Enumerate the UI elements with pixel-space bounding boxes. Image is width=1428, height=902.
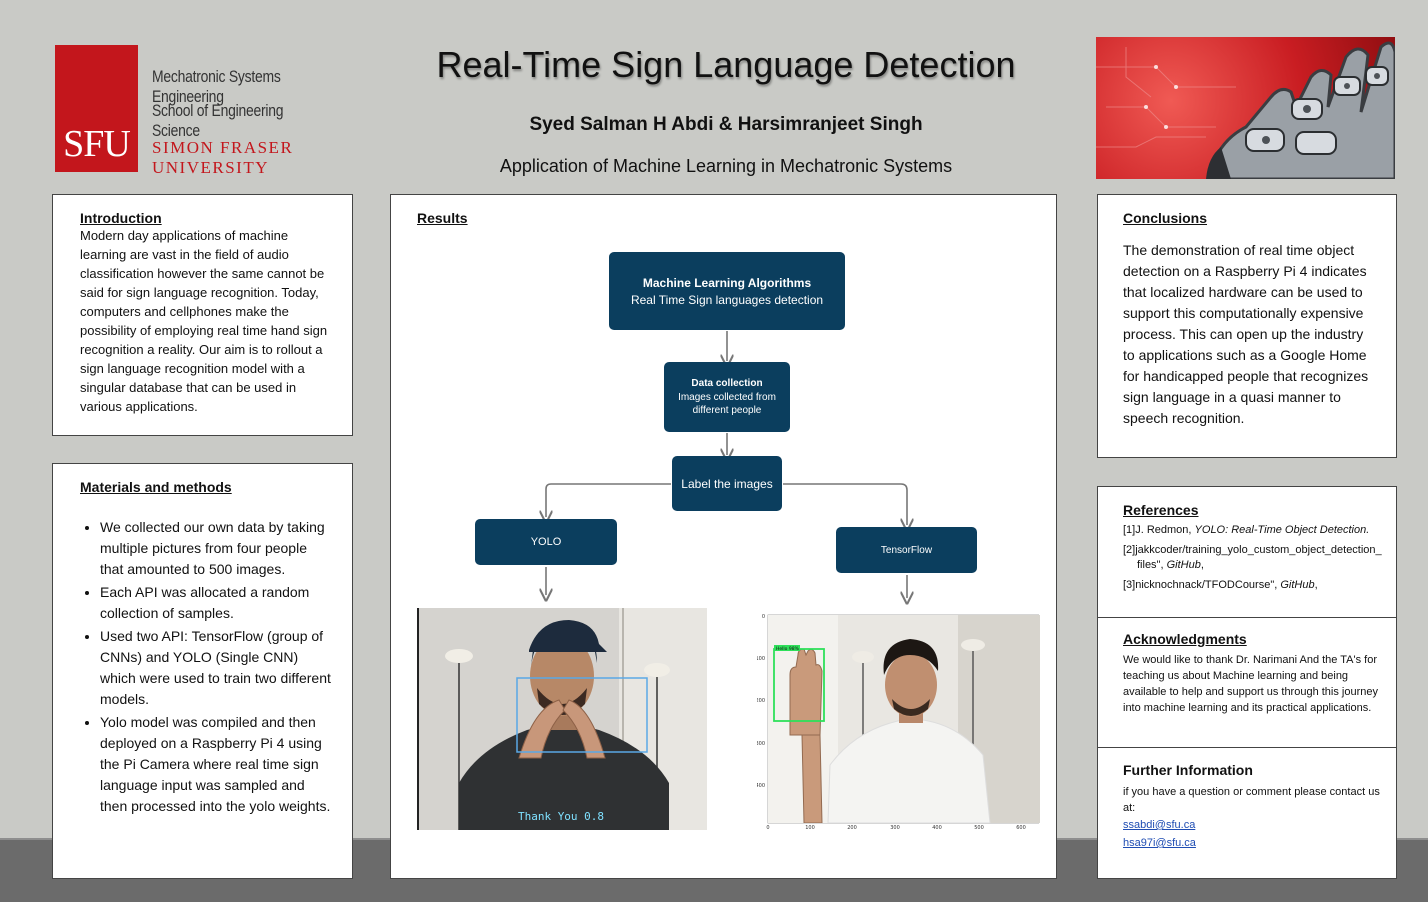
further-info-panel: Further Information if you have a questi…	[1097, 747, 1397, 879]
methods-item: We collected our own data by taking mult…	[100, 517, 332, 580]
methods-item: Each API was allocated a random collecti…	[100, 582, 332, 624]
conclusions-heading: Conclusions	[1123, 210, 1208, 226]
reference-3-text: [3]nicknochnack/TFODCourse",	[1123, 579, 1281, 591]
flow-label-images: Label the images	[672, 456, 782, 511]
x-tick-200: 200	[847, 825, 857, 829]
methods-item: Yolo model was compiled and then deploye…	[100, 712, 332, 817]
flow-tensorflow-text: TensorFlow	[880, 544, 933, 556]
conclusions-panel: Conclusions The demonstration of real ti…	[1097, 194, 1397, 458]
flow-ml-algorithms: Machine Learning Algorithms Real Time Si…	[609, 252, 845, 330]
tensorflow-photo-illustration: Hello 98%	[768, 615, 1040, 823]
x-tick-400: 400	[932, 825, 942, 829]
reference-1-text: [1]J. Redmon,	[1123, 524, 1195, 536]
references-heading: References	[1123, 502, 1199, 518]
poster-subtitle: Application of Machine Learning in Mecha…	[499, 156, 953, 176]
acknowledgments-panel: Acknowledgments We would like to thank D…	[1097, 617, 1397, 748]
flow-label-text: Label the images	[681, 476, 773, 491]
y-tick-400: 400	[757, 783, 765, 789]
reference-1-title: YOLO: Real-Time Object Detection.	[1194, 524, 1370, 536]
methods-list: We collected our own data by taking mult…	[80, 517, 332, 817]
department-name: Mechatronic Systems Engineering	[152, 67, 281, 106]
references-panel: References [1]J. Redmon, YOLO: Real-Time…	[1097, 486, 1397, 618]
flowchart-connectors	[391, 331, 1058, 615]
school-name: School of Engineering Science	[152, 101, 284, 140]
introduction-body: Modern day applications of machine learn…	[80, 228, 328, 414]
y-tick-0: 0	[762, 614, 765, 620]
reference-3-source: GitHub	[1280, 579, 1315, 591]
y-tick-100: 100	[757, 656, 765, 662]
methods-item: Used two API: TensorFlow (group of CNNs)…	[100, 626, 332, 710]
email-link-hsa97i[interactable]: hsa97i@sfu.ca	[1123, 837, 1196, 849]
tensorflow-detection-label: Hello 98%	[776, 646, 800, 652]
further-info-heading: Further Information	[1123, 762, 1253, 778]
methods-heading: Materials and methods	[80, 479, 232, 495]
flow-tensorflow: TensorFlow	[836, 527, 977, 573]
methods-panel: Materials and methods We collected our o…	[52, 463, 353, 879]
poster-title: Real-Time Sign Language Detection	[436, 44, 1016, 85]
flow-yolo-text: YOLO	[530, 536, 562, 548]
sfu-logo-block	[55, 45, 138, 172]
acknowledgments-body: We would like to thank Dr. Narimani And …	[1123, 654, 1379, 714]
flow-yolo: YOLO	[475, 519, 617, 565]
tensorflow-detection-photo: Hello 98%	[768, 615, 1040, 823]
acknowledgments-heading: Acknowledgments	[1123, 631, 1247, 647]
flow-data-subtitle: Images collected from different people	[678, 391, 776, 416]
reference-2-suffix: ,	[1200, 559, 1204, 571]
yolo-detection-photo: Thank You 0.8	[417, 608, 707, 830]
sfu-logo: SFU Mechatronic Systems Engineering Scho…	[55, 45, 365, 177]
reference-2: [2]jakkcoder/training_yolo_custom_object…	[1123, 543, 1382, 573]
robot-hand-image	[1096, 37, 1395, 179]
sfu-logo-mark: SFU	[63, 123, 131, 165]
further-info-body: if you have a question or comment please…	[1123, 786, 1380, 814]
reference-3-suffix: ,	[1314, 579, 1318, 591]
conclusions-body: The demonstration of real time object de…	[1123, 242, 1369, 426]
email-link-ssabdi[interactable]: ssabdi@sfu.ca	[1123, 819, 1196, 831]
reference-1: [1]J. Redmon, YOLO: Real-Time Object Det…	[1123, 523, 1382, 538]
reference-3: [3]nicknochnack/TFODCourse", GitHub,	[1123, 578, 1382, 593]
introduction-heading: Introduction	[80, 210, 162, 226]
yolo-caption: Thank You 0.8	[518, 810, 604, 823]
x-tick-300: 300	[890, 825, 900, 829]
university-name: SIMON FRASER UNIVERSITY	[152, 138, 294, 177]
results-heading: Results	[417, 210, 468, 226]
flow-ml-title: Machine Learning Algorithms	[642, 275, 812, 290]
poster-authors: Syed Salman H Abdi & Harsimranjeet Singh	[529, 114, 923, 135]
x-tick-0: 0	[766, 825, 769, 829]
introduction-panel: Introduction Modern day applications of …	[52, 194, 353, 436]
flow-ml-subtitle: Real Time Sign languages detection	[630, 292, 824, 307]
yolo-photo-illustration: Thank You 0.8	[419, 608, 707, 830]
reference-2-text: [2]jakkcoder/training_yolo_custom_object…	[1123, 544, 1382, 571]
y-tick-200: 200	[757, 698, 765, 704]
flow-data-collection: Data collection Images collected from di…	[664, 362, 790, 432]
reference-2-source: GitHub	[1166, 559, 1201, 571]
flow-data-title: Data collection	[691, 377, 763, 389]
x-tick-600: 600	[1016, 825, 1026, 829]
x-tick-500: 500	[974, 825, 984, 829]
y-tick-300: 300	[757, 741, 765, 747]
results-panel: Results Machine Learning Algorithms Real…	[390, 194, 1057, 879]
robot-hand-illustration	[1096, 41, 1395, 179]
x-tick-100: 100	[805, 825, 815, 829]
